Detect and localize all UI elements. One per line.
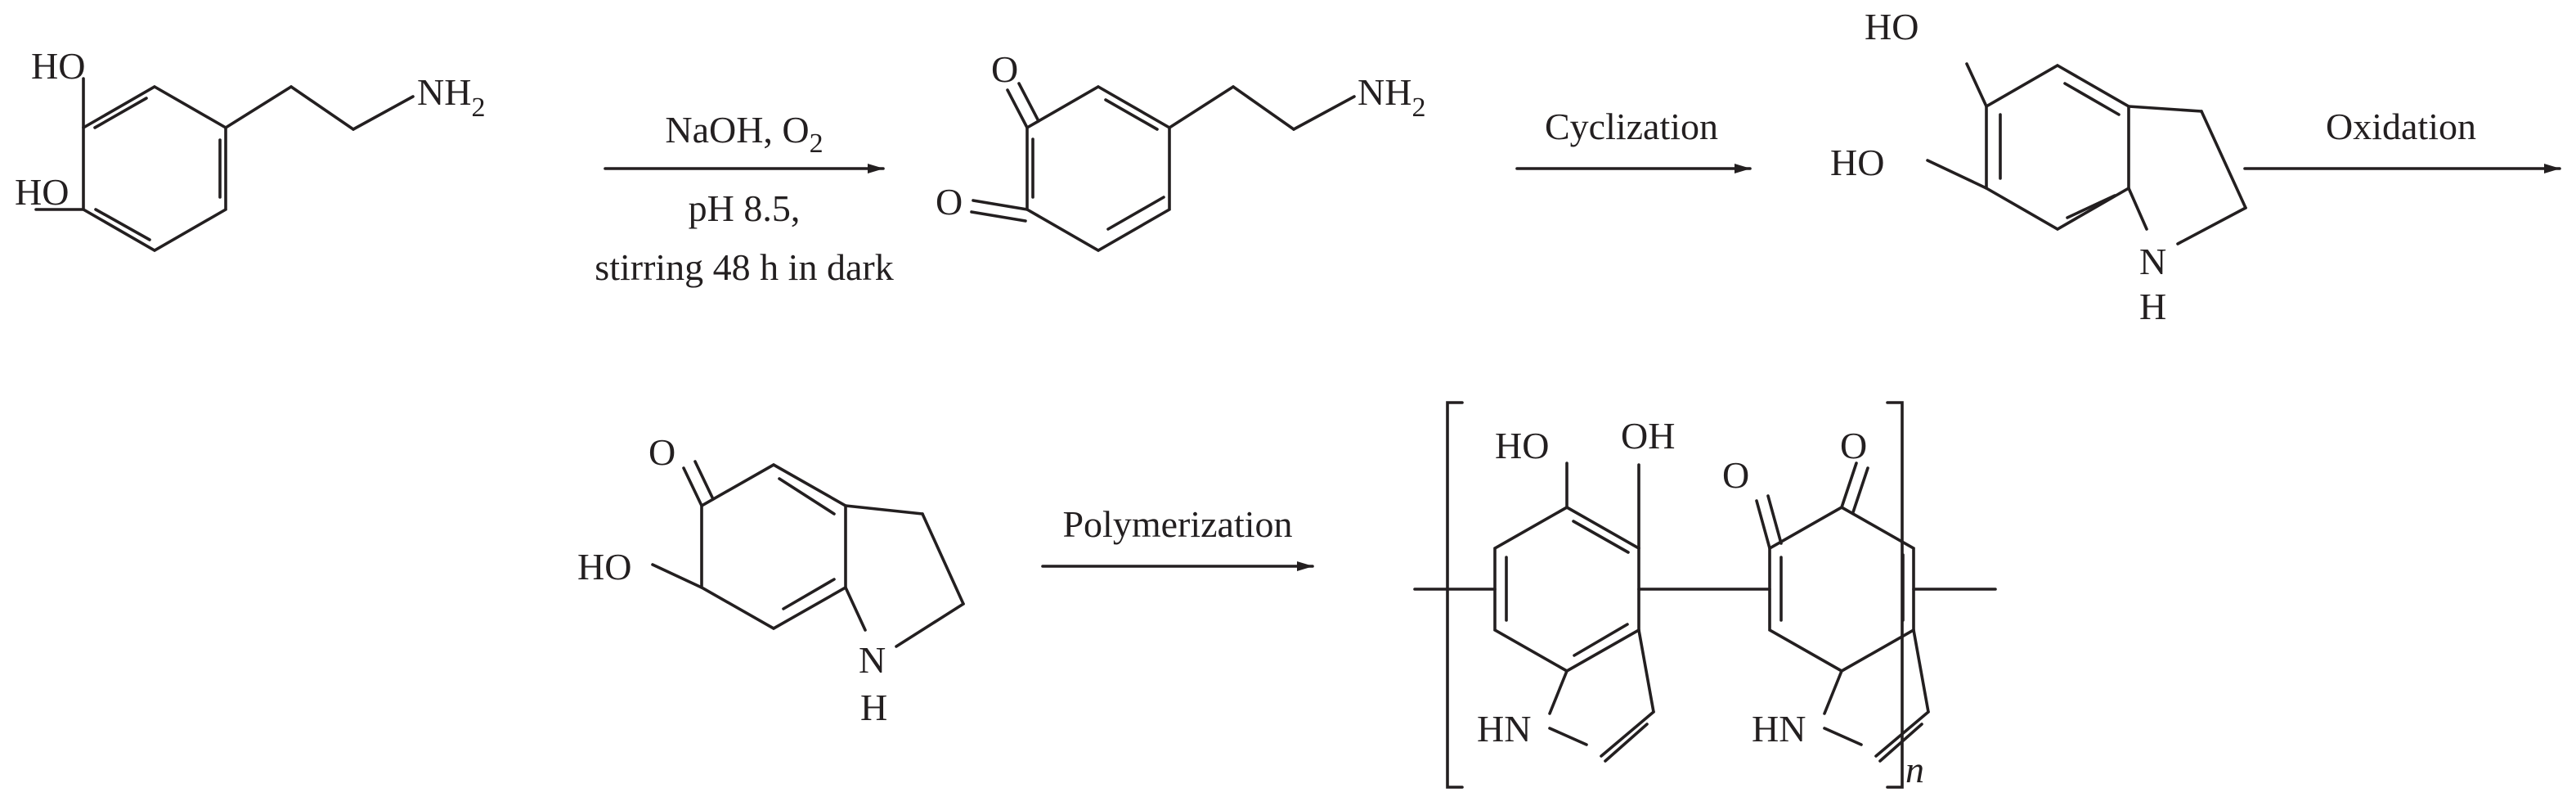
step-4-label: Polymerization xyxy=(1062,503,1292,545)
leuco-n: N xyxy=(2139,241,2166,282)
step-1-reagents: NaOH, O2 xyxy=(665,109,823,159)
polydopamine-structure: HO OH O O HN HN n xyxy=(1413,401,1997,790)
dopaminechrome-structure: O HO N H xyxy=(577,431,965,728)
step-1-conditions: stirring 48 h in dark xyxy=(595,246,893,288)
dopamine-quinone-bonds xyxy=(970,82,1356,253)
step-2-label: Cyclization xyxy=(1545,106,1718,147)
repeat-index-n: n xyxy=(1905,749,1924,790)
step-1-oxidation: NaOH, O2 pH 8.5, stirring 48 h in dark xyxy=(595,109,893,288)
leuco-ho-bottom: HO xyxy=(1830,142,1884,183)
poly-o-1: O xyxy=(1722,454,1749,496)
chrome-ho: HO xyxy=(577,546,631,588)
step-3-label: Oxidation xyxy=(2326,106,2476,147)
quinone-o-bottom: O xyxy=(936,181,963,223)
leucodopaminechrome-bonds xyxy=(1926,62,2247,245)
chrome-n: N xyxy=(859,639,886,681)
quinone-o-top: O xyxy=(991,48,1018,90)
step-2-cyclization: Cyclization xyxy=(1515,106,1752,173)
dopamine-quinone-structure: O O NH2 xyxy=(936,48,1425,253)
poly-oh-2: OH xyxy=(1621,415,1675,457)
chrome-o: O xyxy=(648,431,675,473)
polydopamine-bonds xyxy=(1413,462,1997,763)
right-bracket xyxy=(1886,401,1904,789)
leucodopaminechrome-structure: HO HO N H xyxy=(1830,6,2247,327)
dopamine-ho-top: HO xyxy=(31,45,85,87)
step-4-polymerization: Polymerization xyxy=(1041,503,1314,571)
step-3-oxidation: Oxidation xyxy=(2243,106,2561,173)
dopamine-structure: HO HO NH2 xyxy=(15,45,485,253)
dopamine-bonds xyxy=(34,77,415,253)
leuco-h: H xyxy=(2139,286,2166,327)
dopamine-ho-bottom: HO xyxy=(15,171,69,213)
poly-hn-2: HN xyxy=(1752,708,1806,750)
step-1-ph: pH 8.5, xyxy=(689,187,801,229)
dopaminechrome-bonds xyxy=(651,460,965,648)
poly-o-2: O xyxy=(1840,425,1867,466)
poly-ho-1: HO xyxy=(1495,425,1549,466)
quinone-amine: NH2 xyxy=(1358,71,1425,123)
dopamine-amine: NH2 xyxy=(417,71,485,123)
chrome-h: H xyxy=(860,687,887,728)
left-bracket xyxy=(1446,401,1464,789)
leuco-ho-top: HO xyxy=(1865,6,1919,47)
poly-hn-1: HN xyxy=(1477,708,1531,750)
